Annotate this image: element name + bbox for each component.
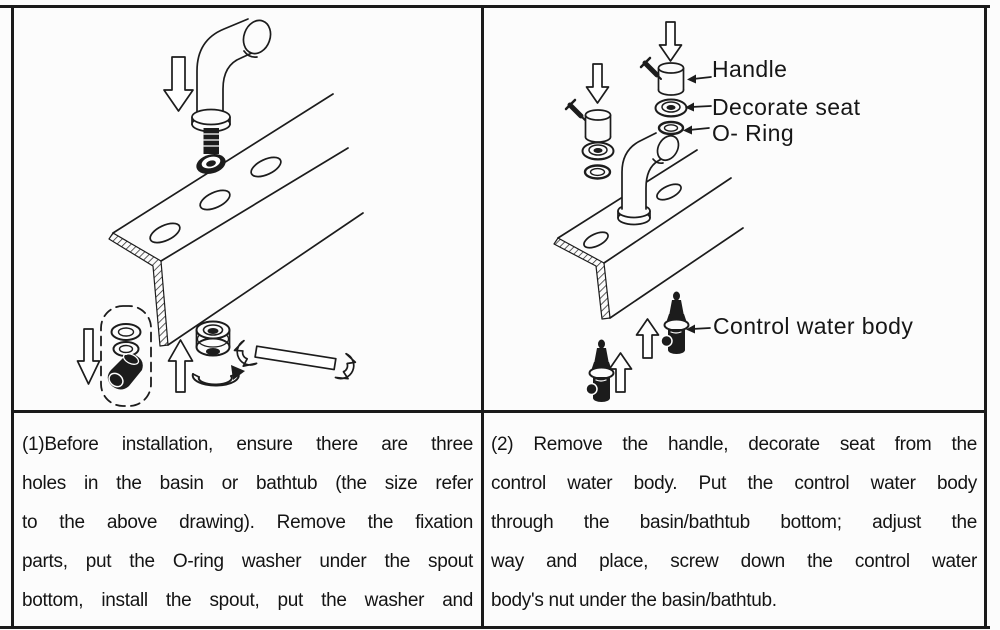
instruction-line: (2) Remove the handle, decorate seat fro… bbox=[491, 434, 977, 455]
instruction-line: through the basin/bathtub bottom; adjust… bbox=[491, 512, 977, 533]
down-arrow-icon bbox=[163, 56, 194, 112]
installed-spout-drawing bbox=[617, 130, 680, 226]
instruction-line: to the above drawing). Remove the fixati… bbox=[22, 512, 473, 533]
decorate-seat-label: Decorate seat bbox=[712, 94, 861, 120]
instruction-line: holes in the basin or bathtub (the size … bbox=[22, 473, 473, 494]
up-arrow-icon bbox=[608, 352, 633, 393]
down-arrow-icon bbox=[585, 63, 610, 104]
rotate-arrow-icon bbox=[191, 365, 245, 387]
center-divider bbox=[481, 5, 484, 629]
caption-divider bbox=[11, 410, 987, 413]
instruction-line: (1)Before installation, ensure there are… bbox=[22, 434, 473, 455]
instruction-line: bottom, install the spout, put the washe… bbox=[22, 590, 473, 611]
control-water-body-drawing bbox=[585, 339, 615, 402]
wrench-icon bbox=[233, 339, 357, 380]
right-panel-border bbox=[984, 5, 987, 629]
instruction-line: way and place, screw down the control wa… bbox=[491, 551, 977, 572]
spout-drawing bbox=[191, 18, 272, 174]
instruction-line: control water body. Put the control wate… bbox=[491, 473, 977, 494]
label-leader-arrows bbox=[683, 74, 712, 334]
locknut-drawing bbox=[195, 320, 231, 357]
up-arrow-icon bbox=[635, 318, 660, 359]
handle-assembly bbox=[639, 21, 688, 136]
o-ring-label: O- Ring bbox=[712, 120, 795, 146]
step1-instructions: (1)Before installation, ensure there are… bbox=[22, 425, 473, 620]
left-step-drawing bbox=[76, 18, 364, 407]
step2-instructions: (2) Remove the handle, decorate seat fro… bbox=[491, 425, 977, 620]
handle-label: Handle bbox=[712, 56, 788, 82]
left-panel-border bbox=[11, 5, 14, 629]
bathtub-deck-drawing bbox=[108, 93, 364, 347]
up-arrow-icon bbox=[167, 339, 194, 393]
fixation-parts-group bbox=[100, 305, 152, 407]
down-arrow-icon bbox=[658, 21, 683, 62]
control-water-body-drawing bbox=[660, 291, 690, 354]
control-water-body-label: Control water body bbox=[713, 313, 914, 339]
handle-assembly bbox=[564, 63, 615, 180]
outer-bottom-border bbox=[0, 626, 990, 629]
instruction-line: parts, put the O-ring washer under the s… bbox=[22, 551, 473, 572]
bathtub-deck-drawing bbox=[553, 149, 744, 320]
outer-top-border bbox=[0, 5, 990, 8]
instruction-line: body's nut under the basin/bathtub. bbox=[491, 590, 777, 611]
down-arrow-icon bbox=[76, 328, 101, 385]
